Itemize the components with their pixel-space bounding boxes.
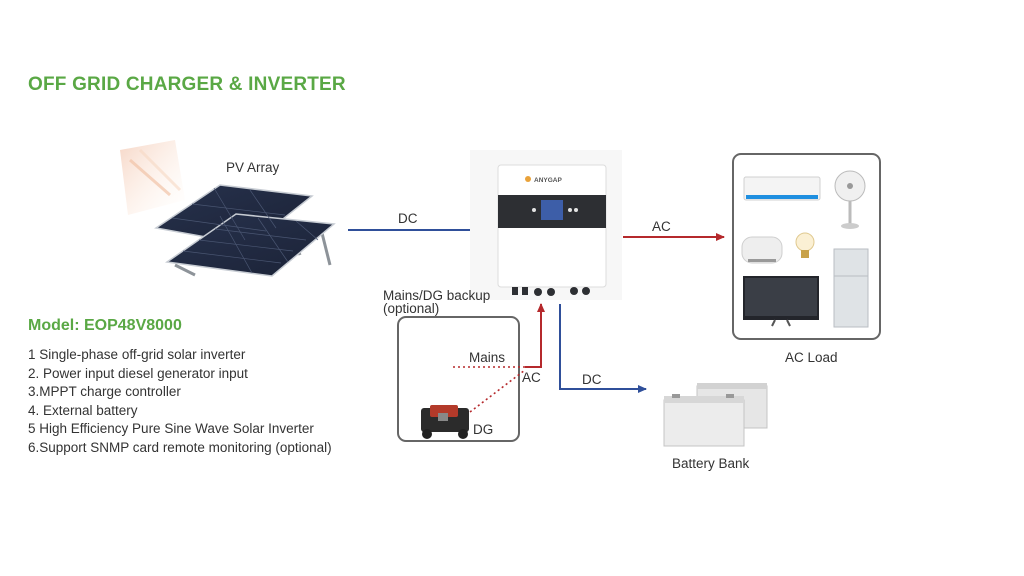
ac-load-box	[732, 153, 881, 340]
light-bulb-icon	[795, 232, 815, 258]
battery-bank-illustration	[663, 383, 768, 447]
brand-logo-icon	[525, 176, 531, 182]
ac-dg-label: AC	[522, 370, 541, 385]
mains-backup-optional-label: (optional)	[383, 301, 439, 316]
air-conditioner-icon	[743, 176, 821, 201]
dc-arrow-battery	[559, 304, 647, 393]
refrigerator-icon	[833, 248, 869, 328]
diesel-generator-icon	[421, 405, 469, 439]
dg-label: DG	[473, 422, 493, 437]
ac-load-arrow-label: AC	[652, 219, 671, 234]
inverter-display	[541, 200, 563, 220]
ac-load-label: AC Load	[785, 350, 838, 365]
dc-pv-label: DC	[398, 211, 418, 226]
dc-battery-label: DC	[582, 372, 602, 387]
model-heading: Model: EOP48V8000	[28, 317, 182, 334]
feature-item: 6.Support SNMP card remote monitoring (o…	[28, 439, 332, 455]
dg-dotted-line	[469, 369, 526, 413]
feature-item: 1 Single-phase off-grid solar inverter	[28, 347, 246, 362]
inverter-illustration: ANYGAP	[470, 150, 622, 300]
television-icon	[743, 276, 819, 327]
feature-item: 2. Power input diesel generator input	[28, 365, 248, 381]
ac-arrow-dg	[525, 303, 545, 368]
mains-label: Mains	[469, 350, 505, 365]
inverter-brand: ANYGAP	[534, 177, 562, 184]
feature-item: 4. External battery	[28, 402, 138, 418]
feature-item: 5 High Efficiency Pure Sine Wave Solar I…	[28, 421, 314, 437]
mains-backup-label: Mains/DG backup	[383, 288, 490, 303]
feature-item: 3.MPPT charge controller	[28, 384, 181, 400]
water-heater-icon	[741, 236, 783, 264]
feature-list: 1 Single-phase off-grid solar inverter 2…	[28, 346, 332, 458]
battery-bank-label: Battery Bank	[672, 456, 750, 471]
page-title: OFF GRID CHARGER & INVERTER	[28, 74, 346, 95]
pv-array-illustration	[120, 140, 336, 277]
fan-icon	[834, 170, 866, 229]
pv-array-label: PV Array	[226, 160, 280, 175]
